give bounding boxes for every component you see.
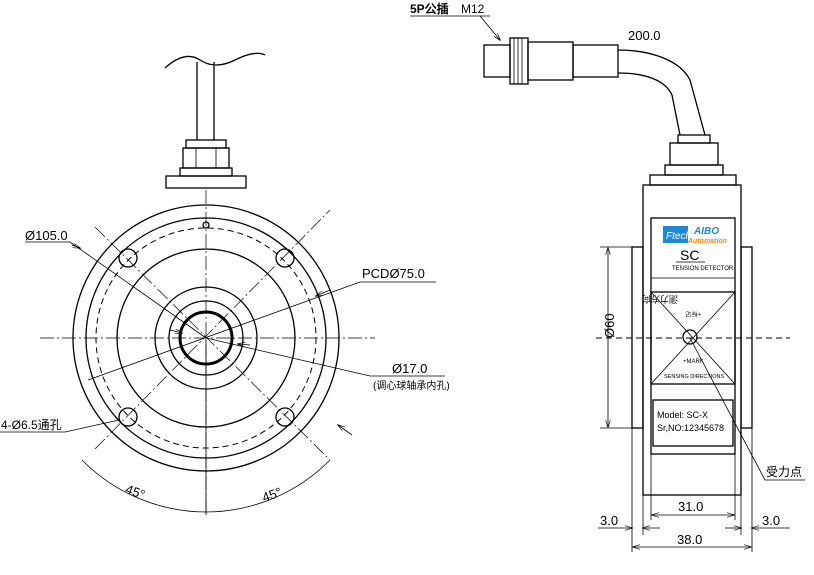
side-view: 5P公插 M12 200.0 Ftech AIBO Automation SC … — [410, 1, 805, 552]
sensor-body — [642, 184, 742, 496]
dim-bore-note: (调心球轴承内孔) — [373, 379, 450, 392]
model-code: SC — [680, 247, 699, 263]
cable-gland-side — [649, 134, 737, 186]
dim-height: Ø60 — [602, 313, 617, 338]
force-point-label: 受力点 — [766, 465, 802, 479]
mount-hole — [118, 407, 138, 427]
front-view: Ø105.0 PCDØ75.0 Ø17.0 (调心球轴承内孔) 4-Ø6.5通孔… — [0, 52, 450, 515]
connector-size: M12 — [461, 2, 485, 16]
dim-total: 38.0 — [677, 532, 702, 547]
dim-width: 31.0 — [678, 499, 703, 514]
nameplate — [652, 399, 734, 447]
mark-cn: +标记 — [685, 310, 701, 318]
m12-connector — [483, 37, 619, 85]
angle-left: 45° — [124, 481, 148, 502]
brand-name: AIBO — [693, 226, 719, 237]
product-name: TENSION DETECTOR — [672, 266, 734, 272]
dim-flange-left: 3.0 — [600, 513, 618, 528]
force-mark — [682, 329, 698, 345]
mount-hole — [118, 248, 138, 268]
cable-break-line — [164, 52, 266, 69]
dim-outer-diameter: Ø105.0 — [25, 228, 68, 243]
angle-right: 45° — [260, 484, 284, 505]
connector-label: 5P公插 — [410, 1, 449, 16]
dim-pcd: PCDØ75.0 — [362, 266, 425, 281]
dim-flange-right: 3.0 — [762, 513, 780, 528]
sensing-cn: 测力方向 — [642, 294, 678, 305]
serial-line: Sr,NO:12345678 — [657, 423, 724, 433]
brand-sub: Automation — [687, 238, 727, 245]
dim-bore: Ø17.0 — [392, 361, 427, 376]
dim-mount-holes: 4-Ø6.5通孔 — [1, 418, 62, 432]
model-line: Model: SC-X — [657, 410, 708, 420]
cable-gland — [165, 139, 247, 189]
sensing-en: SENSING DIRECTIONS — [664, 374, 725, 380]
cable-length: 200.0 — [628, 28, 661, 43]
mount-hole — [275, 407, 295, 427]
mark-en: +MARK — [683, 359, 704, 365]
brand-logo — [663, 226, 688, 243]
brand-logo-text: Ftech — [666, 231, 691, 242]
mount-hole — [275, 248, 295, 268]
